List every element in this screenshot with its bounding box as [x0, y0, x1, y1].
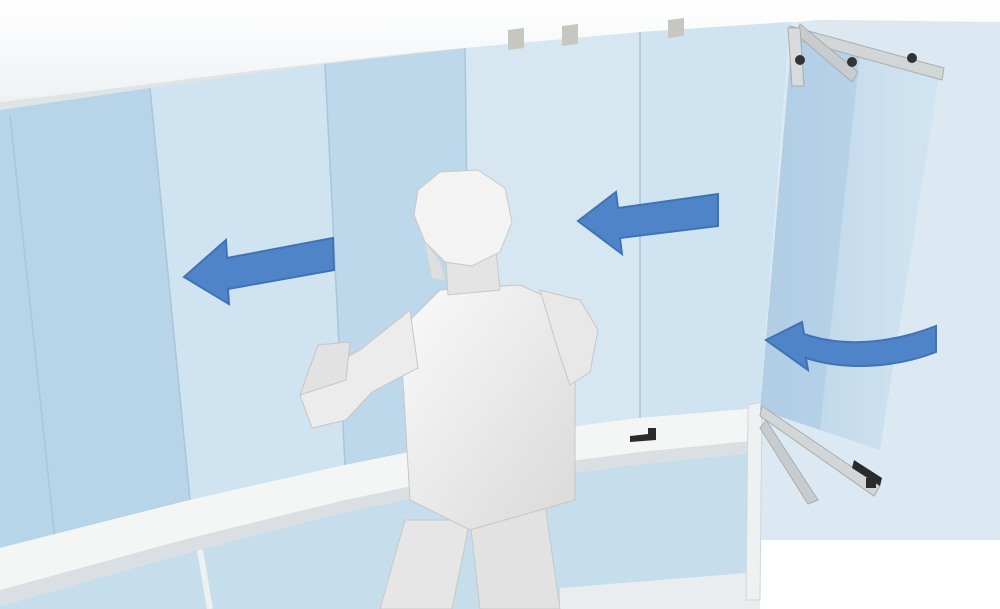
door-frame-post [746, 402, 762, 600]
